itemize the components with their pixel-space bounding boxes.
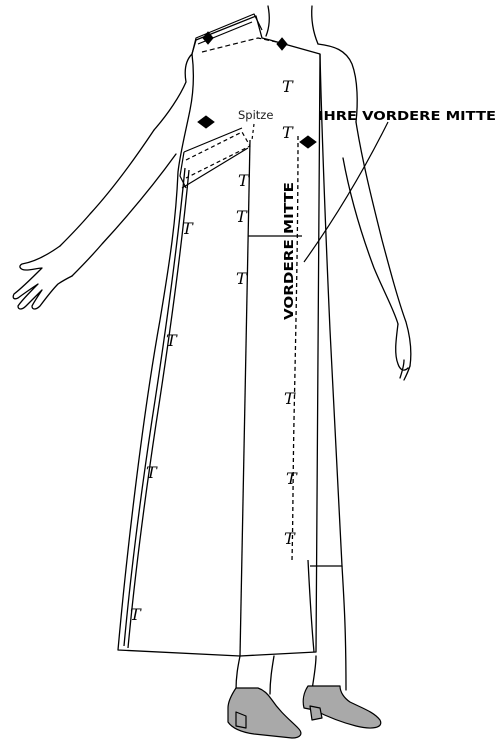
left-shoulder	[154, 54, 192, 130]
center-seams	[240, 54, 342, 656]
t-mark: T	[238, 171, 250, 190]
ihre-vordere-mitte-label: IHRE VORDERE MITTE	[318, 108, 496, 123]
t-mark: T	[284, 529, 296, 548]
t-mark: T	[236, 207, 248, 226]
left-piece-outline	[118, 16, 320, 656]
spitze-label: Spitze	[238, 108, 273, 122]
notch-center-front	[300, 136, 316, 148]
t-mark: T	[166, 331, 178, 350]
t-mark: T	[146, 463, 158, 482]
left-arm-outer	[60, 130, 154, 246]
t-mark: T	[282, 123, 294, 142]
t-mark: T	[282, 77, 294, 96]
notch-shoulder-right	[277, 38, 287, 50]
shoulder-dashed-seam	[202, 38, 286, 52]
vordere-mitte-label: VORDERE MITTE	[281, 182, 296, 320]
right-panel-edge	[310, 54, 342, 566]
right-leg-inner	[312, 656, 316, 690]
t-mark: T	[286, 469, 298, 488]
right-panel-under	[308, 560, 314, 652]
right-shoe-heel	[310, 706, 322, 720]
left-piece-edge-double-2	[128, 170, 189, 648]
notches	[198, 32, 316, 148]
neck-right	[312, 6, 318, 44]
left-pattern-piece	[118, 16, 320, 656]
left-leg-outer	[236, 656, 240, 690]
shoes	[228, 686, 381, 738]
t-mark: T	[236, 269, 248, 288]
label-pointers	[304, 122, 388, 262]
neck-left	[266, 6, 269, 36]
ihre-vordere-mitte-pointer	[304, 122, 388, 262]
t-mark: T	[284, 389, 296, 408]
notch-left-side	[198, 116, 214, 128]
right-hand	[396, 324, 410, 380]
t-mark: T	[182, 219, 194, 238]
left-hand	[13, 246, 72, 309]
t-mark: T	[130, 605, 142, 624]
right-arm-outer	[356, 122, 411, 366]
right-arm-inner	[343, 158, 398, 324]
left-leg-inner	[270, 656, 274, 694]
right-leg-outer	[342, 566, 346, 690]
left-piece-edge-double	[124, 168, 185, 646]
spitze-pointer	[252, 124, 254, 140]
shoulder-outline	[192, 14, 262, 54]
